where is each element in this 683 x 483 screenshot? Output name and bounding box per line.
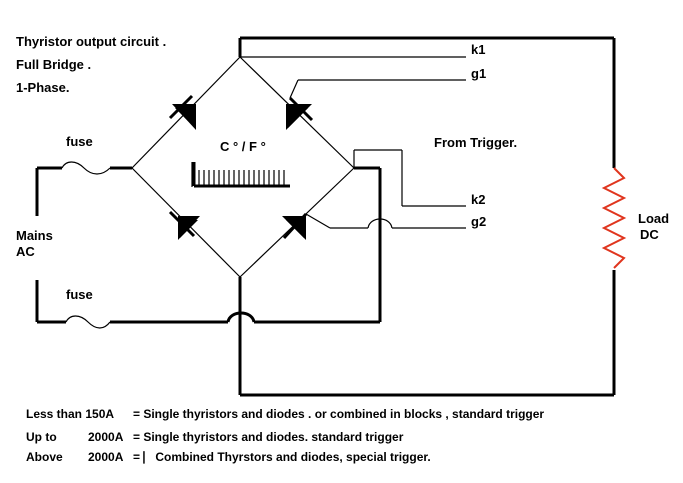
note-row-2-prefix: Up to: [26, 430, 57, 444]
title-line-2: Full Bridge .: [16, 57, 91, 72]
title-line-3: 1-Phase.: [16, 80, 69, 95]
heatsink: [191, 162, 290, 188]
note-row-1-text: = Single thyristors and diodes . or comb…: [133, 407, 544, 421]
diode-bottom-left: [168, 210, 200, 240]
note-row-3-amp: 2000A: [88, 450, 124, 464]
g2-label: g2: [471, 214, 486, 229]
dc-output: [238, 36, 616, 397]
from-trigger-label: From Trigger.: [434, 135, 517, 150]
dc-label: DC: [640, 227, 659, 242]
notes: Less than 150A = Single thyristors and d…: [26, 407, 544, 464]
trigger-wires-bottom: [305, 149, 466, 229]
ac-label: AC: [16, 244, 35, 259]
note-row-3-text: = ⎸Combined Thyrstors and diodes, specia…: [133, 450, 431, 464]
fuse-top-label: fuse: [66, 134, 93, 149]
note-row-1-prefix: Less than 150A: [26, 407, 114, 421]
mains-input: [35, 161, 382, 329]
note-row-2-text: = Single thyristors and diodes. standard…: [133, 430, 404, 444]
thyristor-bottom-right: [282, 212, 308, 240]
fuse-bottom-label: fuse: [66, 287, 93, 302]
load-resistor: [601, 167, 627, 269]
mains-label: Mains: [16, 228, 53, 243]
k1-label: k1: [471, 42, 485, 57]
trigger-wires-top: [240, 56, 466, 99]
title-line-1: Thyristor output circuit .: [16, 34, 166, 49]
heatsink-label: C ° / F °: [220, 139, 266, 154]
load-label: Load: [638, 211, 669, 226]
diode-top-left: [168, 94, 196, 130]
k2-label: k2: [471, 192, 485, 207]
bridge-diamond: [131, 56, 355, 278]
note-row-2-amp: 2000A: [88, 430, 124, 444]
g1-label: g1: [471, 66, 486, 81]
note-row-3-prefix: Above: [26, 450, 63, 464]
thyristor-top-right: [286, 96, 314, 130]
